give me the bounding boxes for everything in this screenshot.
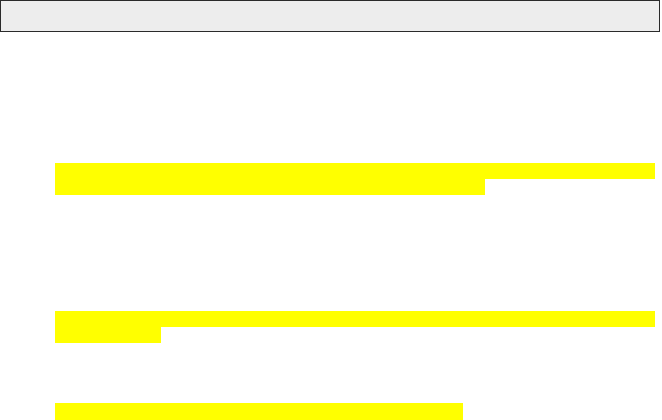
highlighted-text-block-1-line-1 [55,163,655,179]
header-bar [0,0,660,32]
highlighted-text-block-2-line-1 [55,311,655,327]
highlighted-text-block-2-line-2 [55,327,161,343]
highlighted-text-block-1-line-2 [55,179,485,195]
highlighted-text-block-3-line-1 [55,403,463,420]
